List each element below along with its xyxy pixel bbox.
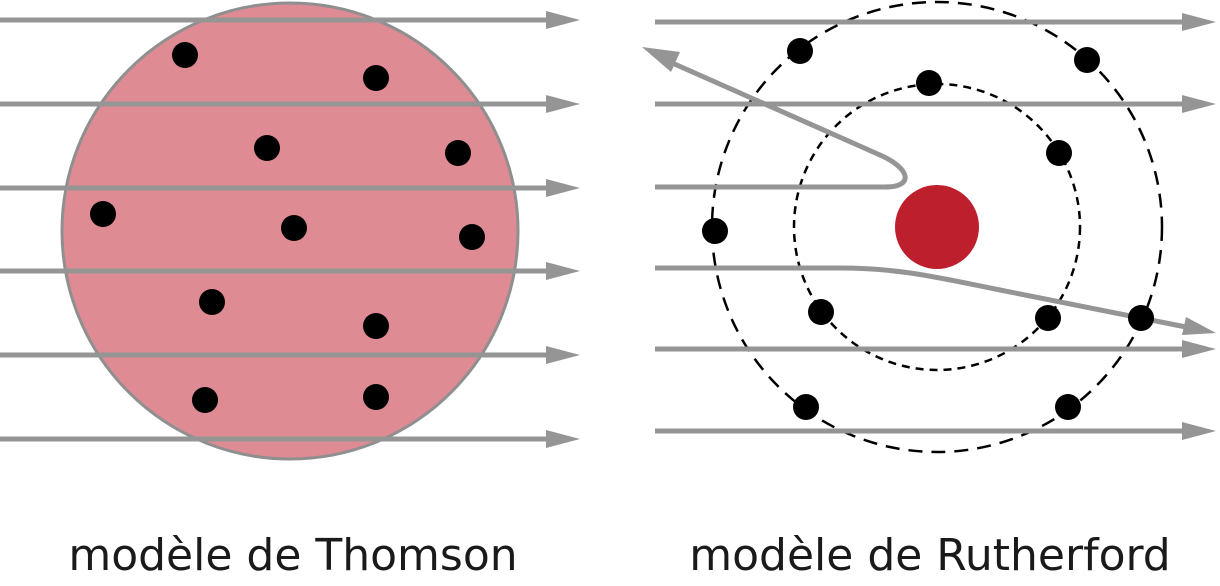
rutherford-ray-6	[655, 422, 1216, 440]
electron	[793, 394, 819, 420]
electron	[1074, 47, 1100, 73]
rutherford-model-caption: modèle de Rutherford	[689, 530, 1171, 581]
electron	[363, 313, 389, 339]
electron	[702, 218, 728, 244]
thomson-ray-4	[0, 262, 580, 280]
rutherford-ray-2	[655, 95, 1216, 113]
nucleus	[895, 185, 979, 269]
thomson-model-caption: modèle de Thomson	[68, 530, 518, 581]
rutherford-alpha-rays	[642, 13, 1216, 440]
electron	[459, 224, 485, 250]
rutherford-ray-deflected	[655, 265, 1216, 335]
electron	[199, 289, 225, 315]
rutherford-model	[642, 0, 1216, 454]
outer-orbit	[710, 0, 1164, 454]
thomson-ray-1	[0, 11, 580, 29]
thomson-alpha-rays	[0, 11, 580, 448]
electron	[192, 387, 218, 413]
electron	[445, 140, 471, 166]
electron	[281, 215, 307, 241]
rutherford-ray-1	[655, 13, 1216, 31]
electron	[363, 384, 389, 410]
electron	[90, 201, 116, 227]
electron	[787, 38, 813, 64]
electron	[254, 135, 280, 161]
electron	[1035, 305, 1061, 331]
thomson-model	[0, 1, 580, 461]
rutherford-ray-5	[655, 340, 1216, 358]
electron	[1055, 394, 1081, 420]
thomson-electrons	[90, 42, 485, 413]
electron	[916, 70, 942, 96]
electron	[1128, 305, 1154, 331]
thomson-ray-5	[0, 346, 580, 364]
thomson-ray-3	[0, 179, 580, 197]
thomson-ray-6	[0, 430, 580, 448]
electron	[363, 65, 389, 91]
electron	[1046, 140, 1072, 166]
rutherford-ray-deflected-back	[642, 47, 908, 190]
thomson-ray-2	[0, 95, 580, 113]
electron	[172, 42, 198, 68]
rutherford-electrons	[702, 38, 1154, 420]
electron	[808, 299, 834, 325]
